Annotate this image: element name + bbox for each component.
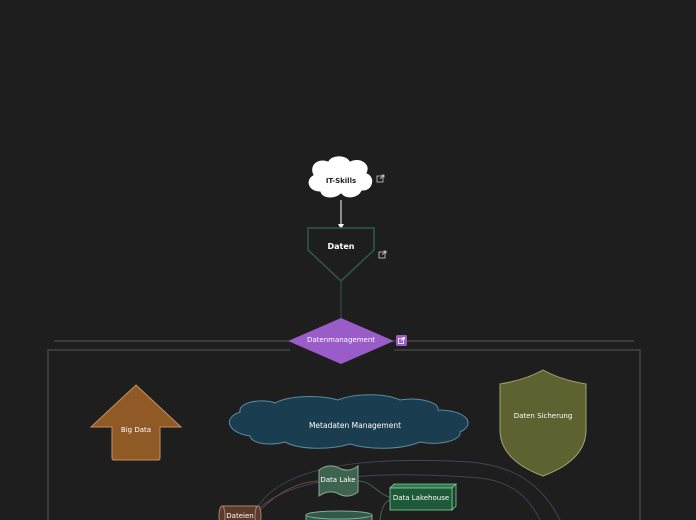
data-lakehouse-label: Data Lakehouse	[392, 494, 450, 502]
dateien-node-shape[interactable]	[218, 505, 262, 520]
it-skills-label: IT-Skills	[325, 177, 357, 185]
it-skills-cloud-shape[interactable]	[307, 155, 374, 199]
boundary-right	[394, 349, 641, 520]
data-lake-label: Data Lake	[320, 476, 356, 484]
curve-datalake-lakehouse	[357, 480, 393, 499]
big-data-node-shape[interactable]	[89, 384, 183, 461]
daten-sicherung-label: Daten Sicherung	[513, 412, 573, 420]
data-lakehouse-node-shape[interactable]	[389, 483, 457, 511]
curve-dateien-datalake	[257, 480, 319, 513]
database-cylinder-shape[interactable]	[305, 510, 373, 520]
daten-sicherung-node-shape[interactable]	[499, 369, 587, 477]
external-link-icon[interactable]	[376, 174, 385, 183]
external-link-icon[interactable]	[396, 335, 407, 346]
data-lake-node-shape[interactable]	[318, 464, 359, 497]
curve-connector-2	[254, 474, 541, 520]
datenmanagement-label: Datenmanagement	[306, 336, 376, 344]
daten-node-shape[interactable]	[307, 227, 375, 283]
boundary-left	[47, 349, 290, 520]
connector-arrowhead	[338, 224, 344, 229]
big-data-label: Big Data	[120, 426, 152, 434]
curve-connector-1	[254, 459, 561, 520]
metadaten-label: Metadaten Management	[308, 421, 402, 430]
metadaten-node-shape[interactable]	[228, 394, 469, 449]
daten-label: Daten	[327, 242, 355, 251]
datenmanagement-node-shape[interactable]	[288, 318, 394, 364]
dateien-label: Dateien	[226, 512, 254, 520]
external-link-icon[interactable]	[378, 250, 387, 259]
